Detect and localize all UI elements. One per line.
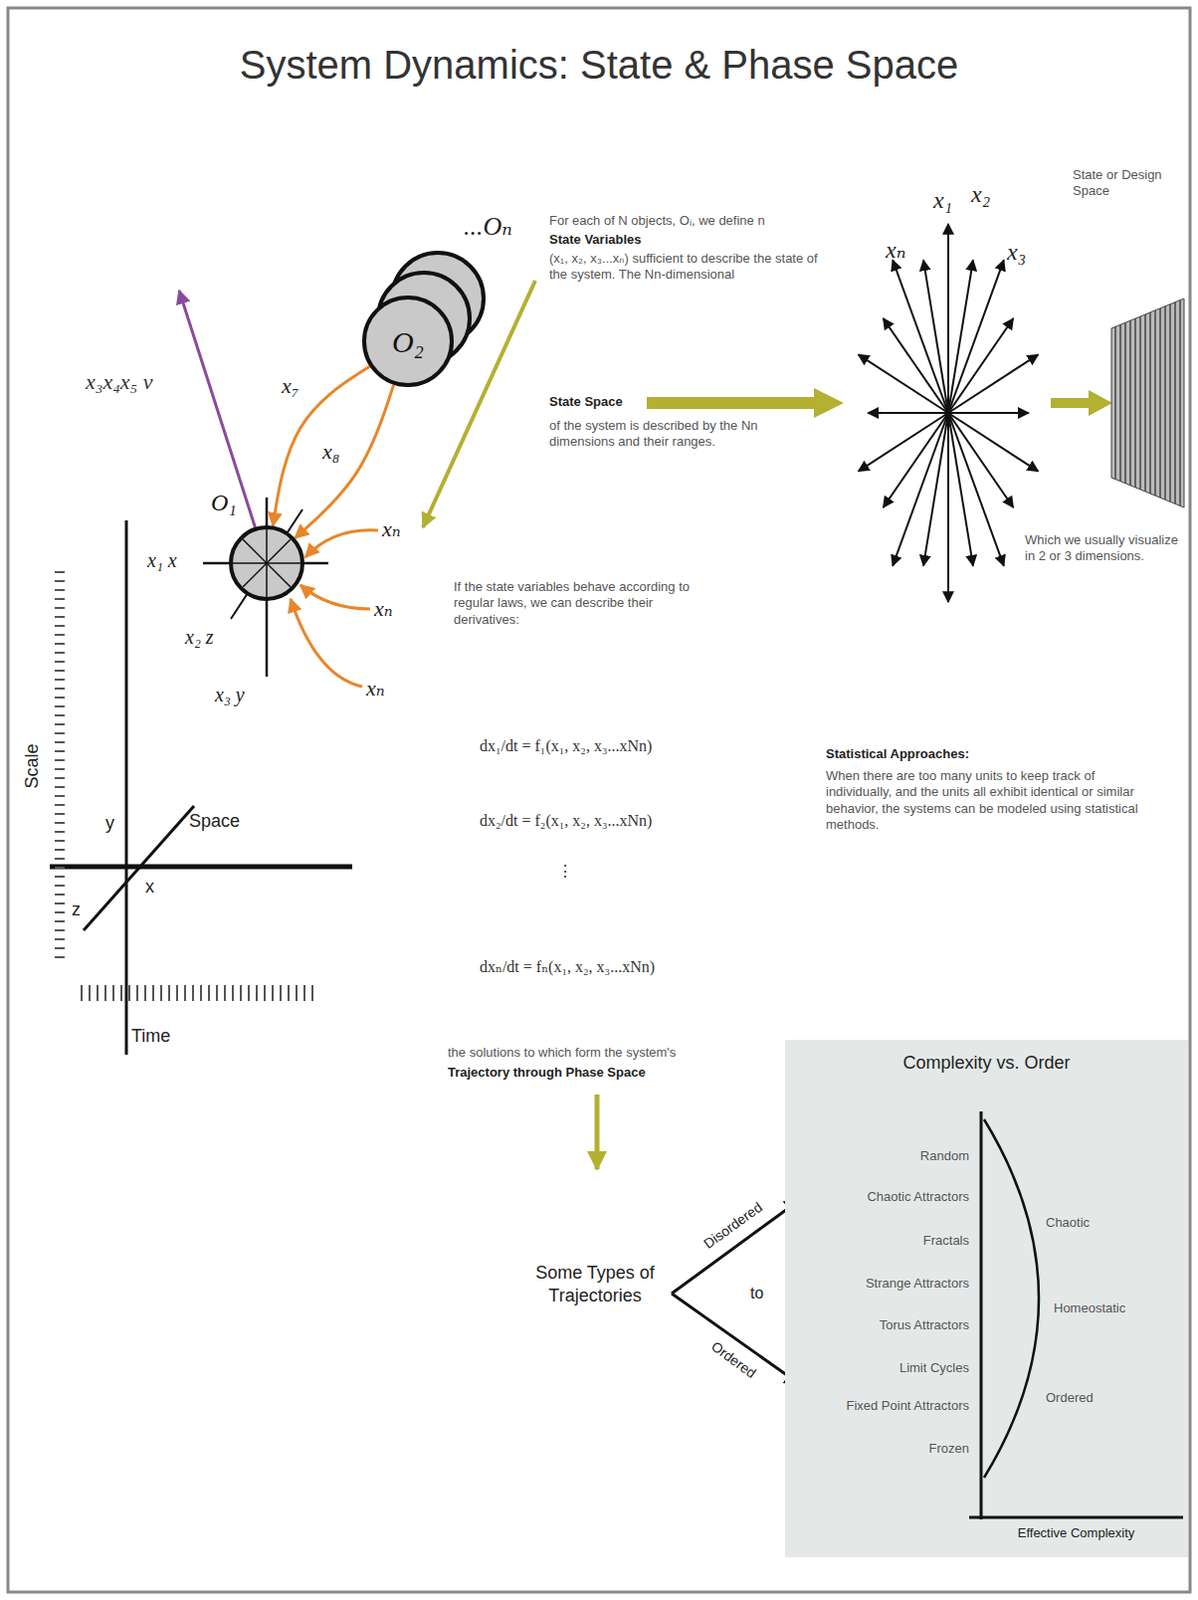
label: Which we usually visualize in 2 or 3 dim… xyxy=(1024,532,1185,566)
node-text: Ordered xyxy=(1045,1390,1094,1406)
flow-arrow xyxy=(646,388,844,418)
label: the solutions to which form the system's xyxy=(447,1044,676,1061)
label: Trajectory through Phase Space xyxy=(447,1064,646,1081)
label: x₁ x xyxy=(147,548,178,574)
node-text: Chaotic xyxy=(1045,1214,1090,1231)
label: x₃ xyxy=(1006,236,1026,267)
axis xyxy=(49,864,353,870)
label: ⋮ xyxy=(557,861,574,882)
label: z xyxy=(71,898,81,922)
label: Disordered xyxy=(700,1198,767,1253)
branch-arrow xyxy=(671,1293,801,1386)
state-arrow xyxy=(305,530,379,558)
edge-label: x₇ xyxy=(279,372,301,400)
node-text: Limit Cycles xyxy=(899,1360,970,1377)
label: x₂ z xyxy=(185,624,214,650)
frame xyxy=(7,7,1191,1593)
node-text: Frozen xyxy=(929,1440,970,1457)
complexity-panel: Complexity vs. OrderRandomChaotic Attrac… xyxy=(785,1039,1189,1558)
state-arrow xyxy=(300,585,371,609)
label: Some Types of Trajectories xyxy=(525,1261,665,1307)
flow-arrow xyxy=(595,1094,600,1170)
axis xyxy=(83,805,195,931)
node-text: Effective Complexity xyxy=(969,1525,1184,1542)
object-spokes xyxy=(232,529,301,598)
label: If the state variables behave according … xyxy=(453,579,718,628)
label: Time xyxy=(131,1024,171,1048)
label: (x₁, x₂, x₃...xₙ) sufficient to describe… xyxy=(549,250,818,284)
title: System Dynamics: State & Phase Space xyxy=(0,39,1198,90)
label: dxₙ/dt = fₙ(x₁, x₂, x₃...xNn) xyxy=(479,957,655,978)
tick-marks xyxy=(54,572,313,1001)
node-text: Strange Attractors xyxy=(865,1275,970,1292)
label: ...Oₙ xyxy=(463,210,513,244)
node-text: Chaotic Attractors xyxy=(866,1189,970,1205)
label: State Space xyxy=(549,394,623,410)
label: Space xyxy=(189,809,240,833)
label: State Variables xyxy=(549,231,642,248)
node-text: Torus Attractors xyxy=(879,1317,970,1334)
state-arrow xyxy=(290,599,363,687)
node-text: Fixed Point Attractors xyxy=(845,1397,970,1414)
object-circle: O₁ xyxy=(228,525,305,601)
label: x xyxy=(145,875,155,899)
edge-label: x₈ xyxy=(320,437,342,466)
branch-arrow xyxy=(671,1198,801,1294)
state-connector xyxy=(272,366,370,526)
dimension-star xyxy=(858,223,1039,602)
node-heading: Complexity vs. Order xyxy=(785,1051,1189,1075)
object-circle: O₂ xyxy=(362,295,454,388)
label: to xyxy=(750,1283,764,1304)
label: xₙ xyxy=(366,674,386,703)
node-text: Homeostatic xyxy=(1053,1300,1126,1317)
label: dx₂/dt = f₂(x₁, x₂, x₃...xNn) xyxy=(479,810,652,831)
label: of the system is described by the Nn dim… xyxy=(549,417,808,451)
flow-arrow xyxy=(1050,390,1113,416)
label: State or Design Space xyxy=(1072,167,1185,200)
label: xₙ xyxy=(885,234,906,265)
node-heading: O₁ xyxy=(210,487,237,518)
velocity-vector xyxy=(179,290,267,564)
label: xₙ xyxy=(382,515,401,544)
axis xyxy=(125,520,129,1055)
label: y xyxy=(105,811,115,835)
design-space-plane xyxy=(1111,298,1185,508)
label: When there are too many units to keep tr… xyxy=(825,768,1155,833)
label: xₙ xyxy=(374,595,394,623)
label: dx₁/dt = f₁(x₁, x₂, x₃...xNn) xyxy=(479,736,652,757)
label: x₂ xyxy=(971,179,991,209)
label: Statistical Approaches: xyxy=(825,746,970,763)
label: Scale xyxy=(20,743,44,789)
label: x₃x₄x₅ v xyxy=(83,368,156,397)
node-heading: O₂ xyxy=(366,323,450,362)
label: For each of N objects, Oᵢ, we define n xyxy=(549,212,818,229)
label: x₁ xyxy=(933,185,953,215)
state-connector xyxy=(294,385,394,539)
node-text: Fractals xyxy=(923,1232,970,1249)
node-text: Random xyxy=(920,1148,970,1165)
label: Ordered xyxy=(707,1338,760,1383)
complexity-chart xyxy=(785,1039,1189,1558)
label: x₃ y xyxy=(214,682,245,708)
